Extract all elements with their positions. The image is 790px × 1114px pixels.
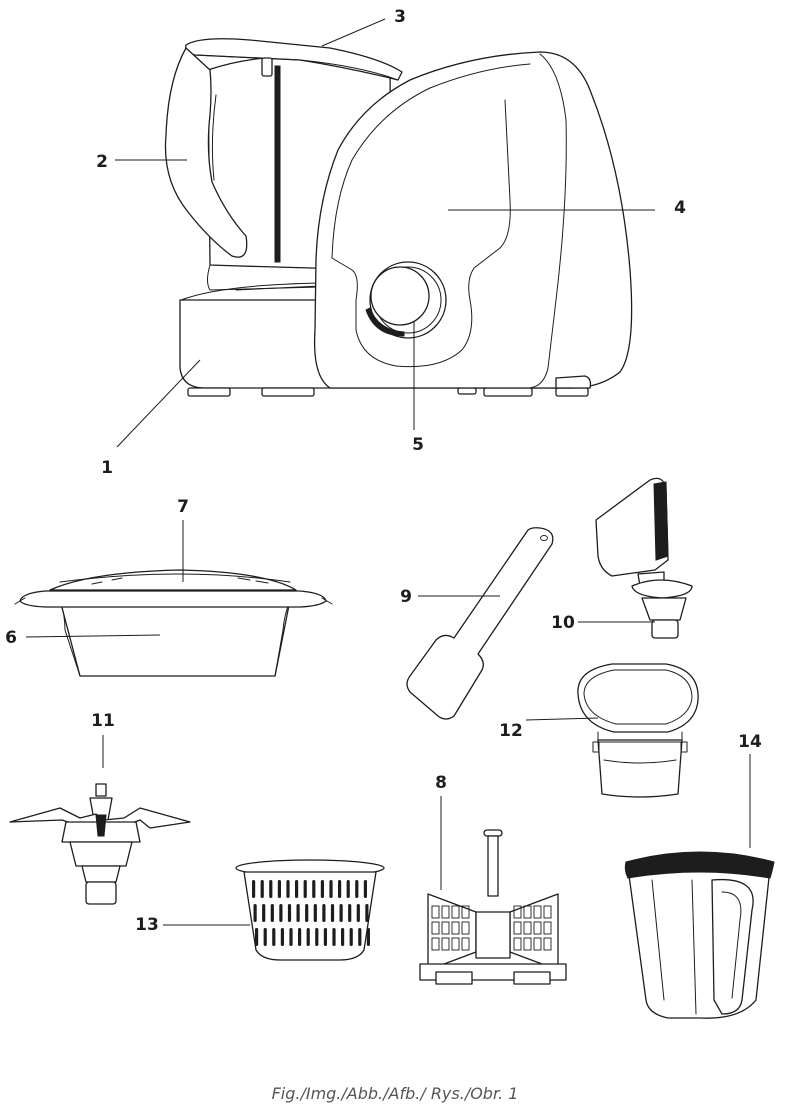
basket-slot xyxy=(329,880,333,898)
callout-6: 6 xyxy=(5,628,17,648)
whisk-grid-cell xyxy=(441,937,450,951)
basket-slot xyxy=(320,880,324,898)
butterfly-whisk-illustration xyxy=(419,829,567,985)
whisk-grid-cell xyxy=(431,921,440,935)
basket-slot xyxy=(313,904,317,922)
basket-slot xyxy=(365,904,369,922)
whisk-grid-cell xyxy=(513,905,522,919)
blade-illustration xyxy=(9,783,191,905)
basket-slot xyxy=(349,928,353,946)
basket-slot xyxy=(252,880,256,898)
callout-10: 10 xyxy=(551,613,575,633)
basket-slot xyxy=(366,928,370,946)
basket-slot xyxy=(255,928,259,946)
basket-slot xyxy=(277,880,281,898)
callout-7: 7 xyxy=(177,497,189,517)
basket-slot xyxy=(262,904,266,922)
whisk-grid-cell xyxy=(461,921,470,935)
whisk-grid-cell xyxy=(533,921,542,935)
basket-slot xyxy=(315,928,319,946)
whisk-grid-cell xyxy=(513,921,522,935)
whisk-grid-cell xyxy=(461,937,470,951)
basket-slot xyxy=(323,928,327,946)
basket-slot xyxy=(305,904,309,922)
cap-12-illustration xyxy=(577,663,699,798)
basket-slot xyxy=(330,904,335,922)
basket-slot xyxy=(263,928,267,946)
callout-2: 2 xyxy=(96,152,108,172)
basket-slot xyxy=(303,880,307,898)
basket-slot xyxy=(355,880,359,898)
figure-caption: Fig./Img./Abb./Afb./ Rys./Obr. 1 xyxy=(271,1084,519,1103)
basket-slot xyxy=(346,880,350,898)
basket-slot xyxy=(298,928,302,946)
basket-slot xyxy=(269,880,273,898)
parts-diagram: 1 2 3 4 5 6 7 8 9 10 11 12 13 14 xyxy=(5,7,775,1019)
whisk-grid-cell xyxy=(451,905,460,919)
callout-1: 1 xyxy=(101,458,113,478)
callout-3: 3 xyxy=(394,7,406,27)
basket-slot xyxy=(322,904,326,922)
basket-slot xyxy=(306,928,310,946)
callout-14: 14 xyxy=(738,732,762,752)
basket-slot xyxy=(363,880,367,898)
whisk-grid-cell xyxy=(543,937,552,951)
callout-12: 12 xyxy=(499,721,523,741)
basket-slot xyxy=(260,880,264,898)
whisk-grid-cell xyxy=(451,937,460,951)
basket-slot xyxy=(339,904,343,922)
basket-slot xyxy=(272,928,276,946)
callout-11: 11 xyxy=(91,711,115,731)
basket-slot xyxy=(253,904,257,922)
whisk-grid-cell xyxy=(431,905,440,919)
whisk-grid-cell xyxy=(523,937,532,951)
whisk-grid-cell xyxy=(533,937,542,951)
basket-illustration xyxy=(235,859,385,961)
whisk-grid-cell xyxy=(523,921,532,935)
spatula-illustration xyxy=(406,527,554,720)
whisk-grid-cell xyxy=(533,905,542,919)
whisk-grid-cell xyxy=(543,905,552,919)
whisk-grid-cell xyxy=(441,905,450,919)
whisk-grid-cell xyxy=(513,937,522,951)
callout-8: 8 xyxy=(435,773,447,793)
basket-slot xyxy=(348,904,352,922)
basket-slot xyxy=(341,928,345,946)
basket-slot xyxy=(312,880,316,898)
accessory-10-illustration xyxy=(595,477,693,639)
whisk-grid-cell xyxy=(461,905,470,919)
whisk-grid-cell xyxy=(431,937,440,951)
whisk-grid-cell xyxy=(523,905,532,919)
whisk-grid-cell xyxy=(441,921,450,935)
steamer-illustration xyxy=(14,569,333,677)
basket-slot xyxy=(338,880,342,898)
basket-slot xyxy=(279,904,283,922)
basket-slot xyxy=(296,904,300,922)
basket-slot xyxy=(358,928,362,946)
callout-13: 13 xyxy=(135,915,159,935)
whisk-grid-cell xyxy=(543,921,552,935)
basket-slot xyxy=(356,904,360,922)
basket-slot xyxy=(332,928,336,946)
jug-illustration xyxy=(624,851,775,1019)
whisk-grid xyxy=(431,905,552,951)
basket-slot xyxy=(289,928,293,946)
appliance-illustration xyxy=(164,38,633,397)
whisk-grid-cell xyxy=(451,921,460,935)
basket-slot xyxy=(287,904,292,922)
basket-slots xyxy=(252,880,370,946)
basket-slot xyxy=(295,880,299,898)
callout-9: 9 xyxy=(400,587,412,607)
basket-slot xyxy=(286,880,290,898)
leader-lines xyxy=(25,18,751,926)
basket-slot xyxy=(270,904,274,922)
basket-slot xyxy=(280,928,284,946)
callout-labels: 1 2 3 4 5 6 7 8 9 10 11 12 13 14 xyxy=(5,7,762,935)
callout-4: 4 xyxy=(674,198,686,218)
callout-5: 5 xyxy=(412,435,424,455)
